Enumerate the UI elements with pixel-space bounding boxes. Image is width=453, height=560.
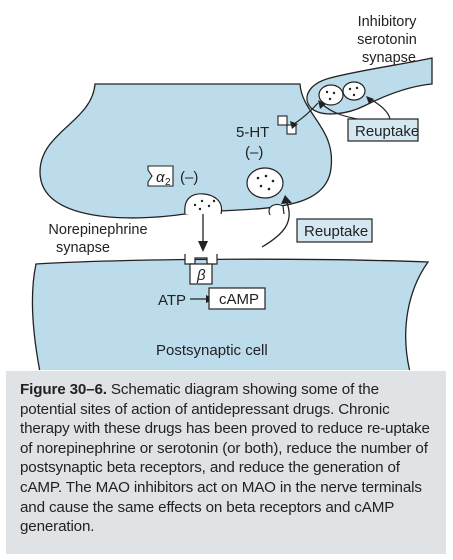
serotonin-receptor-square <box>277 115 288 126</box>
caption-text: Schematic diagram showing some of the po… <box>20 381 430 536</box>
norepinephrine-vesicle-dot <box>256 176 260 180</box>
alpha2-effect: (–) <box>180 169 198 186</box>
reuptake-box-upper <box>347 118 419 142</box>
postsynaptic-cell <box>31 258 430 370</box>
serotonin-vesicle-dot <box>348 87 352 91</box>
serotonin-vesicle <box>318 84 344 106</box>
serotonin-vesicle-dot <box>355 86 359 90</box>
release-vesicle-dot <box>207 204 211 208</box>
reuptake-label-lower: Reuptake <box>304 223 368 240</box>
inhibitory-synapse-line: Inhibitory <box>358 14 418 30</box>
figure-number: Figure 30–6. <box>20 381 107 398</box>
alpha2-receptor-box <box>147 165 174 187</box>
synapse-diagram: α 2 (–) β ATP cAMP Postsynaptic cell 5-H… <box>31 14 433 370</box>
release-vesicle-dot <box>200 199 204 203</box>
beta-receptor-box <box>189 263 213 285</box>
inhibitory-synapse-label: Inhibitory serotonin synapse <box>357 14 421 66</box>
serotonin-vesicle-dot <box>328 97 332 101</box>
release-vesicle-dot <box>212 199 216 203</box>
norepinephrine-vesicle-dot <box>267 187 271 191</box>
reuptake-label-upper: Reuptake <box>355 123 419 140</box>
inhibitory-synapse-line: serotonin <box>357 32 417 48</box>
serotonin-effect-label: (–) <box>245 144 263 161</box>
reuptake-transporter <box>268 203 285 216</box>
alpha2-symbol: α <box>156 169 165 186</box>
serotonin-release-arrow <box>293 102 319 125</box>
lower-reuptake-arrow <box>261 202 290 248</box>
serotonin-vesicle <box>342 81 366 101</box>
atp-label: ATP <box>158 292 186 309</box>
serotonin-receptor-label: 5-HT <box>236 124 269 141</box>
alpha2-subscript: 2 <box>165 177 171 188</box>
norepinephrine-synapse-line: synapse <box>56 240 110 256</box>
norepinephrine-vesicle <box>246 167 284 199</box>
release-vesicle-dot <box>198 207 202 211</box>
serotonin-vesicle-dot <box>325 90 329 94</box>
upper-reuptake-arrow <box>321 103 358 120</box>
release-arrow-head <box>198 241 208 252</box>
lower-reuptake-arrow-head <box>281 195 292 204</box>
postsynaptic-cell-label: Postsynaptic cell <box>156 342 268 359</box>
norepinephrine-terminal <box>39 83 333 219</box>
figure-caption: Figure 30–6. Schematic diagram showing s… <box>6 371 446 554</box>
upper-reuptake-arrow-2 <box>371 99 391 120</box>
norepinephrine-vesicle-dot <box>271 179 275 183</box>
beta-symbol: β <box>196 267 206 284</box>
upper-reuptake-arrow-head <box>318 100 326 109</box>
release-vesicle <box>184 193 223 215</box>
upper-reuptake-arrow-2-head <box>366 96 374 104</box>
serotonin-vesicle-dot <box>332 91 336 95</box>
reuptake-box-lower <box>296 218 373 243</box>
inhibitory-synapse-line: synapse <box>362 50 416 66</box>
serotonin-release-arrow-head <box>290 121 298 129</box>
beta-receptor-cup <box>184 254 218 265</box>
norepinephrine-synapse-label: Norepinephrine synapse <box>48 222 151 256</box>
serotonin-vesicle-dot <box>352 93 356 97</box>
norepinephrine-vesicle-dot <box>264 174 268 178</box>
norepinephrine-vesicle-dot <box>259 184 263 188</box>
norepinephrine-synapse-line: Norepinephrine <box>48 222 147 238</box>
camp-box <box>208 287 266 310</box>
release-vesicle-dot <box>193 203 197 207</box>
camp-label: cAMP <box>219 291 259 308</box>
